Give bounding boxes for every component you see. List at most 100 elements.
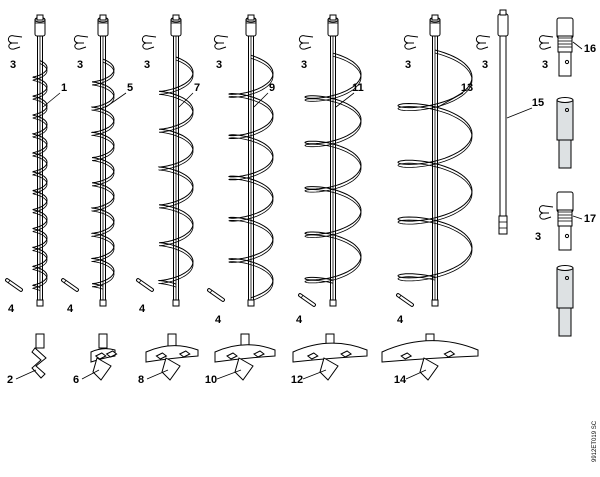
tip-leader xyxy=(302,369,327,380)
clip-label: 3 xyxy=(144,59,150,71)
sleeve-body xyxy=(556,267,574,309)
cutter-tooth xyxy=(94,352,107,360)
adapter-top xyxy=(556,191,574,213)
clip-label: 3 xyxy=(405,59,411,71)
cutter-8 xyxy=(145,333,199,381)
auger-tip-socket xyxy=(247,299,255,307)
clip-label: 3 xyxy=(10,59,16,71)
extension-label: 15 xyxy=(532,97,544,109)
tip-leader xyxy=(405,369,427,380)
auger-leader xyxy=(42,92,61,108)
auger-flighting xyxy=(157,56,194,285)
pin-label: 4 xyxy=(67,303,74,315)
adapter-body xyxy=(558,51,572,77)
clip-tail xyxy=(299,42,312,50)
tip-label-14: 14 xyxy=(394,374,407,386)
clip-1 xyxy=(73,35,89,50)
clip-ext xyxy=(475,35,491,50)
pin-body xyxy=(5,278,23,292)
sleeve-rim xyxy=(556,265,574,271)
clip-arm xyxy=(544,35,554,38)
flighting-edge xyxy=(397,52,473,282)
flighting-edge xyxy=(91,61,115,290)
auger-leader xyxy=(105,92,127,108)
pin-label: 4 xyxy=(215,314,222,326)
adapter-leader xyxy=(572,215,583,220)
coupling-hex xyxy=(247,14,255,21)
adapter-leader xyxy=(572,41,583,50)
cutter-spiral xyxy=(31,347,47,379)
sleeve-lower xyxy=(558,307,572,337)
cutter-point xyxy=(319,357,339,381)
cutter-shank xyxy=(35,333,45,349)
auger-flighting xyxy=(90,58,115,287)
cutter-point xyxy=(234,357,254,381)
ext-end xyxy=(498,215,508,235)
pin-label: 4 xyxy=(8,303,15,315)
part-drawings xyxy=(5,9,583,381)
tip-leader xyxy=(81,369,100,380)
cutter-tooth xyxy=(306,352,319,360)
auger-leader xyxy=(335,92,355,108)
coupling-hex xyxy=(172,14,180,21)
clip-arm xyxy=(79,35,89,38)
extension-15 xyxy=(497,9,509,235)
cutter-2 xyxy=(31,333,47,379)
adapter-17 xyxy=(556,191,574,251)
clip-tail xyxy=(476,42,489,50)
tip-leader xyxy=(15,369,37,380)
auger-tip-socket xyxy=(431,299,439,307)
auger-label-1: 1 xyxy=(61,82,67,94)
cutter-tooth xyxy=(178,350,191,358)
pin-groove xyxy=(7,280,11,284)
auger-leader xyxy=(437,92,464,108)
tip-label-6: 6 xyxy=(73,374,79,386)
ext-shaft xyxy=(499,35,507,217)
cutter-point xyxy=(161,357,181,381)
auger-label-9: 9 xyxy=(269,82,275,94)
auger-flighting xyxy=(304,52,362,281)
auger-label-13: 13 xyxy=(461,82,473,94)
clip-2 xyxy=(141,35,157,50)
clip-tail xyxy=(404,42,417,50)
tip-leader xyxy=(146,369,169,380)
adapter-hole xyxy=(564,59,570,65)
clip-tail xyxy=(539,42,552,50)
pin-groove xyxy=(398,295,402,299)
cutter-tooth xyxy=(155,352,168,360)
pin-0 xyxy=(5,278,23,292)
auger-13 xyxy=(397,14,473,307)
auger-11 xyxy=(304,14,362,307)
pin-body xyxy=(61,278,79,292)
clip-label: 3 xyxy=(301,59,307,71)
pin-label: 4 xyxy=(397,314,404,326)
tip-label-2: 2 xyxy=(7,374,13,386)
clip-label: 3 xyxy=(542,59,548,71)
clip-tail xyxy=(214,42,227,50)
pin-groove xyxy=(63,280,67,284)
flighting-edge xyxy=(158,59,194,288)
auger-flighting xyxy=(397,49,473,279)
auger-1 xyxy=(31,14,48,307)
clip-arm xyxy=(219,35,229,38)
pin-1 xyxy=(61,278,79,292)
sleeve-lower xyxy=(558,139,572,169)
coupling-hex xyxy=(329,14,337,21)
pin-body xyxy=(207,288,225,302)
cutter-tooth xyxy=(226,352,238,360)
cutter-14 xyxy=(381,333,479,381)
adapter-hole xyxy=(564,233,570,239)
pin-groove xyxy=(209,290,213,294)
auger-5 xyxy=(90,14,115,307)
clip-tail xyxy=(142,42,155,50)
clip-5 xyxy=(403,35,419,50)
coupling-hex xyxy=(431,14,439,21)
cutter-tooth xyxy=(443,350,456,358)
clip-arm xyxy=(544,205,554,208)
auger-tip-socket xyxy=(329,299,337,307)
sleeve-body xyxy=(556,99,574,141)
cutter-shank xyxy=(98,333,108,349)
clip-arm xyxy=(13,35,23,38)
cutter-6 xyxy=(90,333,118,381)
